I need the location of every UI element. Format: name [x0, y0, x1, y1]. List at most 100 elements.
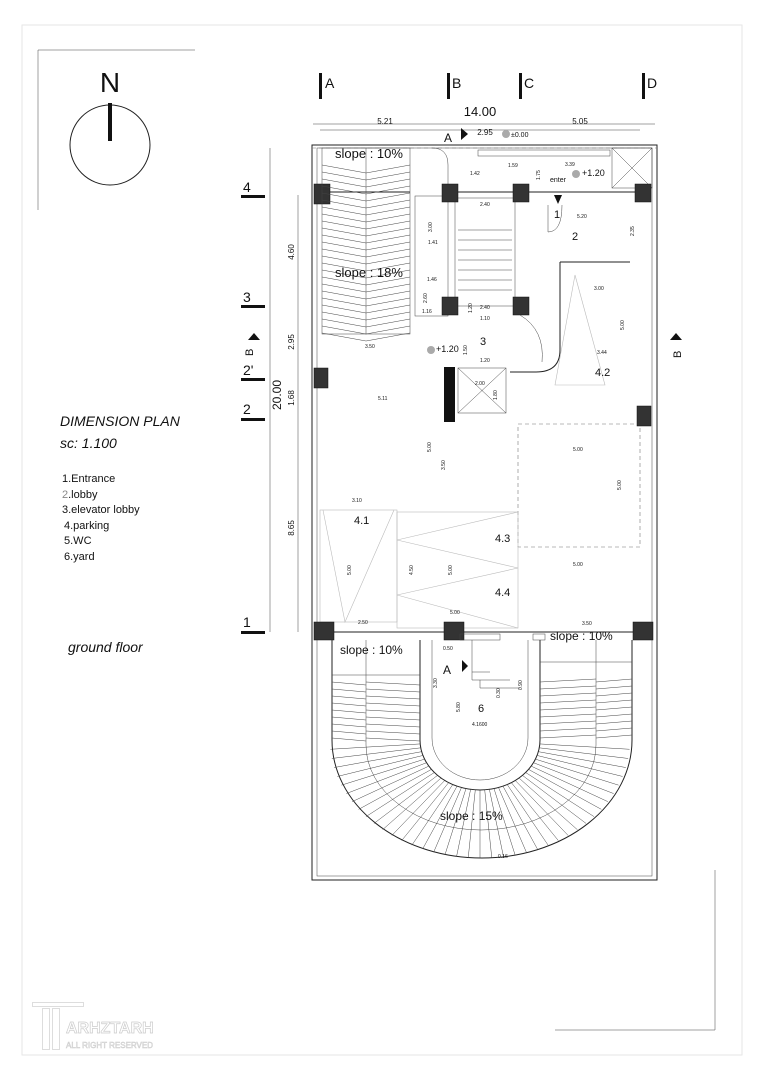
ramp-hatch-line: [539, 743, 630, 750]
ramp-hatch-line: [365, 702, 421, 707]
ramp-hatch-line: [321, 199, 411, 209]
ramp-hatch-line: [493, 788, 516, 855]
ramp-hatch-line: [522, 775, 587, 824]
row-label-4: 4: [243, 179, 251, 195]
row-label-2p: 2': [243, 362, 253, 378]
ramp-slope-top-left: slope : 10%: [335, 146, 403, 161]
dim-overall-depth: 20.00: [270, 380, 284, 410]
dim-overall-width: 14.00: [464, 104, 497, 119]
ramp-hatch-line: [321, 283, 411, 293]
dim-label: 5.20: [577, 214, 587, 220]
ramp-hatch-line: [411, 784, 453, 846]
ramp-hatch-line: [331, 709, 367, 714]
row-label-3: 3: [243, 289, 251, 305]
sheet-border: [21, 24, 743, 1056]
dim-label: 3.50: [365, 344, 375, 350]
ramp-hatch-line: [539, 747, 629, 759]
legend-text: .lobby: [68, 488, 98, 501]
dim-label: 5.00: [620, 320, 626, 330]
ramp-hatch-line: [539, 713, 597, 718]
room-6: 6: [478, 703, 484, 715]
ramp-hatch-line: [321, 234, 411, 244]
ramp-hatch-line: [365, 695, 421, 700]
ramp-hatch-line: [321, 318, 411, 328]
ramp-hatch-line: [351, 765, 429, 802]
dim-label: 1.42: [470, 171, 480, 177]
dim-label: 5.00: [450, 610, 460, 616]
section-b-left: B: [244, 349, 256, 356]
grid-label-c: C: [524, 75, 534, 91]
ramp-hatch-line: [595, 692, 633, 697]
legend-item: 3.elevator lobby: [62, 503, 140, 519]
ramp-hatch-line: [525, 772, 595, 817]
north-label: N: [100, 67, 120, 98]
ramp-hatch-line: [358, 769, 432, 810]
room-4-2: 4.2: [595, 367, 610, 379]
ramp-hatch-line: [365, 681, 421, 686]
ramp-hatch-line: [422, 786, 458, 850]
dim-label: 3.00: [594, 286, 604, 292]
ramp-hatch-line: [321, 178, 411, 188]
dim-label: 1.20: [480, 358, 490, 364]
ramp-hatch-line: [511, 782, 559, 841]
ramp-hatch-line: [515, 780, 569, 836]
ramp-hatch-line: [331, 702, 367, 707]
legend-num: 5: [64, 535, 71, 547]
ramp-hatch-line: [321, 297, 411, 307]
ramp-hatch-line: [444, 788, 467, 855]
dim-label: 1.50: [463, 345, 469, 355]
ramp-hatch-line: [539, 734, 597, 739]
dim-label: 3.00: [428, 222, 434, 232]
room-legend: 1.Entrance 2.lobby 3.elevator lobby 4.pa…: [62, 472, 140, 565]
ramp-hatch-line: [595, 727, 633, 732]
dim-label: 4.50: [409, 565, 415, 575]
legend-num: 6: [64, 550, 71, 563]
dim-label: 5.21: [377, 117, 393, 126]
ramp-hatch-line: [334, 751, 422, 768]
ramp-hatch-line: [321, 241, 411, 251]
ramp-hatch-line: [365, 723, 421, 728]
ramp-hatch-line: [595, 734, 633, 739]
dim-label: 5.00: [347, 565, 353, 575]
ramp-hatch-line: [341, 758, 425, 786]
legend-text: .elevator lobby: [68, 504, 140, 516]
dim-label: 5.00: [427, 442, 433, 452]
ramp-hatch-line: [539, 692, 597, 697]
ramp-slope-bottom-right: slope : 10%: [550, 629, 613, 643]
frame-corner-top-left: [37, 49, 195, 210]
legend-text: .WC: [70, 535, 92, 547]
legend-text: .Entrance: [68, 473, 116, 485]
ramp-hatch-line: [531, 765, 609, 802]
ramp-hatch-line: [539, 685, 597, 690]
section-b-right: B: [672, 351, 684, 358]
ramp-hatch-line: [331, 688, 367, 693]
dim-label: 1.16: [422, 309, 432, 315]
ramp-hatch-line: [321, 248, 411, 258]
ramp-hatch-line: [467, 789, 476, 858]
room-numbers: 1 2 3 4.1 4.2 4.3 4.4 6: [354, 209, 610, 715]
level-elevator-lobby: +1.20: [436, 344, 459, 354]
frame-corner-bottom-right: [555, 870, 716, 1031]
ramp-hatch-line: [331, 747, 421, 759]
ramp-hatch-line: [391, 780, 445, 836]
dim-label: 4.1600: [472, 722, 488, 728]
ramp-hatch-line: [321, 262, 411, 272]
ramp-hatch-line: [321, 220, 411, 230]
ramp-hatch-line: [538, 751, 626, 768]
ramp-hatch-line: [337, 755, 423, 777]
dim-label: 2.95: [477, 128, 493, 137]
legend-item: 5.WC: [62, 534, 140, 550]
dim-label: 2.40: [480, 202, 490, 208]
ramp-hatch-line: [331, 681, 367, 686]
dim-label: 1.68: [287, 390, 296, 406]
ramp-hatch-line: [535, 758, 619, 786]
dim-label: 0.16: [498, 854, 508, 860]
ramp-hatch-line: [498, 787, 527, 853]
legend-text: .parking: [70, 519, 110, 532]
dim-label: 3.50: [582, 621, 592, 627]
ramp-hatch-line: [489, 789, 504, 857]
legend-num: 3: [62, 504, 69, 516]
dim-label: 2.95: [287, 334, 296, 350]
logo-name: ARHZTARH: [66, 1020, 154, 1038]
ramp-hatch-line: [365, 716, 421, 721]
